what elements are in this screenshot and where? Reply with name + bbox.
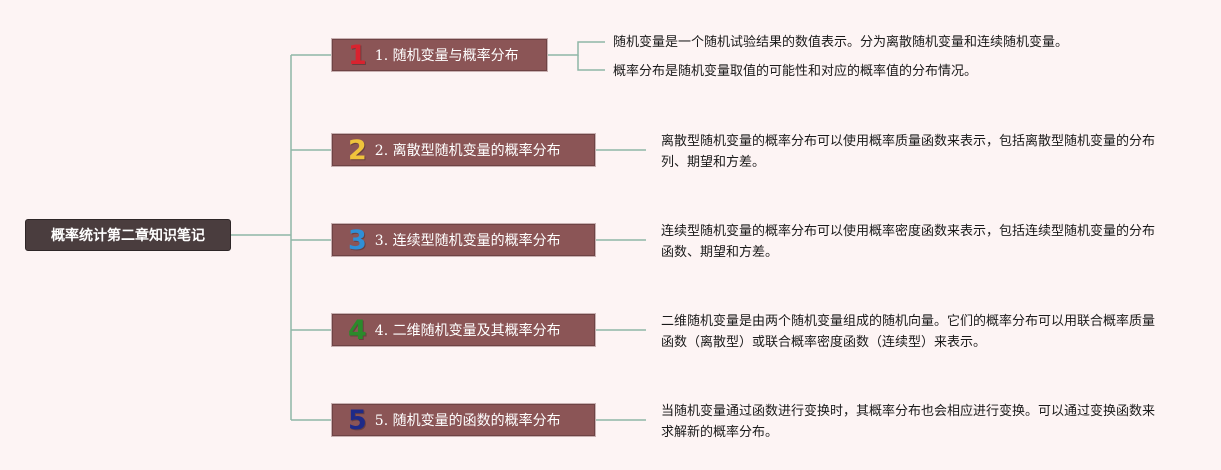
branch-topic-label: 5. 随机变量的函数的概率分布 bbox=[374, 413, 561, 429]
branch-topic-label: 2. 离散型随机变量的概率分布 bbox=[374, 143, 561, 159]
leaf-note-text: 二维随机变量是由两个随机变量组成的随机向量。它们的概率分布可以用联合概率质量函数… bbox=[661, 314, 1156, 350]
leaf-note-text: 概率分布是随机变量取值的可能性和对应的概率值的分布情况。 bbox=[613, 64, 978, 79]
leaf-note-text: 当随机变量通过函数进行变换时，其概率分布也会相应进行变换。可以通过变换函数来求解… bbox=[661, 404, 1156, 440]
branch-topic-2[interactable]: 2 2. 离散型随机变量的概率分布 bbox=[331, 133, 596, 167]
connector-leaf-1a bbox=[548, 41, 605, 56]
branch-topic-5[interactable]: 5 5. 随机变量的函数的概率分布 bbox=[331, 403, 596, 437]
branch-topic-label: 1. 随机变量与概率分布 bbox=[374, 48, 519, 64]
leaf-note-1a[interactable]: 随机变量是一个随机试验结果的数值表示。分为离散随机变量和连续随机变量。 bbox=[613, 32, 1203, 53]
branch-topic-label: 4. 二维随机变量及其概率分布 bbox=[374, 323, 561, 339]
number-1-icon: 1 bbox=[348, 39, 367, 71]
number-2-icon: 2 bbox=[348, 134, 367, 166]
number-5-icon: 5 bbox=[348, 404, 367, 436]
root-topic[interactable]: 概率统计第二章知识笔记 bbox=[25, 219, 231, 251]
leaf-note-4[interactable]: 二维随机变量是由两个随机变量组成的随机向量。它们的概率分布可以用联合概率质量函数… bbox=[661, 311, 1156, 353]
branch-topic-3[interactable]: 3 3. 连续型随机变量的概率分布 bbox=[331, 223, 596, 257]
leaf-note-text: 离散型随机变量的概率分布可以使用概率质量函数来表示，包括离散型随机变量的分布列、… bbox=[661, 134, 1156, 170]
leaf-note-2[interactable]: 离散型随机变量的概率分布可以使用概率质量函数来表示，包括离散型随机变量的分布列、… bbox=[661, 131, 1156, 173]
branch-topic-label: 3. 连续型随机变量的概率分布 bbox=[374, 233, 561, 249]
connector-leaf-1b bbox=[577, 55, 605, 71]
branch-topic-1[interactable]: 1 1. 随机变量与概率分布 bbox=[331, 38, 548, 72]
number-4-icon: 4 bbox=[348, 314, 367, 346]
leaf-note-text: 连续型随机变量的概率分布可以使用概率密度函数来表示，包括连续型随机变量的分布函数… bbox=[661, 224, 1156, 260]
leaf-note-5[interactable]: 当随机变量通过函数进行变换时，其概率分布也会相应进行变换。可以通过变换函数来求解… bbox=[661, 401, 1156, 443]
leaf-note-1b[interactable]: 概率分布是随机变量取值的可能性和对应的概率值的分布情况。 bbox=[613, 61, 1203, 82]
leaf-note-text: 随机变量是一个随机试验结果的数值表示。分为离散随机变量和连续随机变量。 bbox=[613, 35, 1069, 50]
leaf-note-3[interactable]: 连续型随机变量的概率分布可以使用概率密度函数来表示，包括连续型随机变量的分布函数… bbox=[661, 221, 1156, 263]
root-topic-label: 概率统计第二章知识笔记 bbox=[51, 228, 205, 244]
number-3-icon: 3 bbox=[348, 224, 367, 256]
branch-topic-4[interactable]: 4 4. 二维随机变量及其概率分布 bbox=[331, 313, 596, 347]
